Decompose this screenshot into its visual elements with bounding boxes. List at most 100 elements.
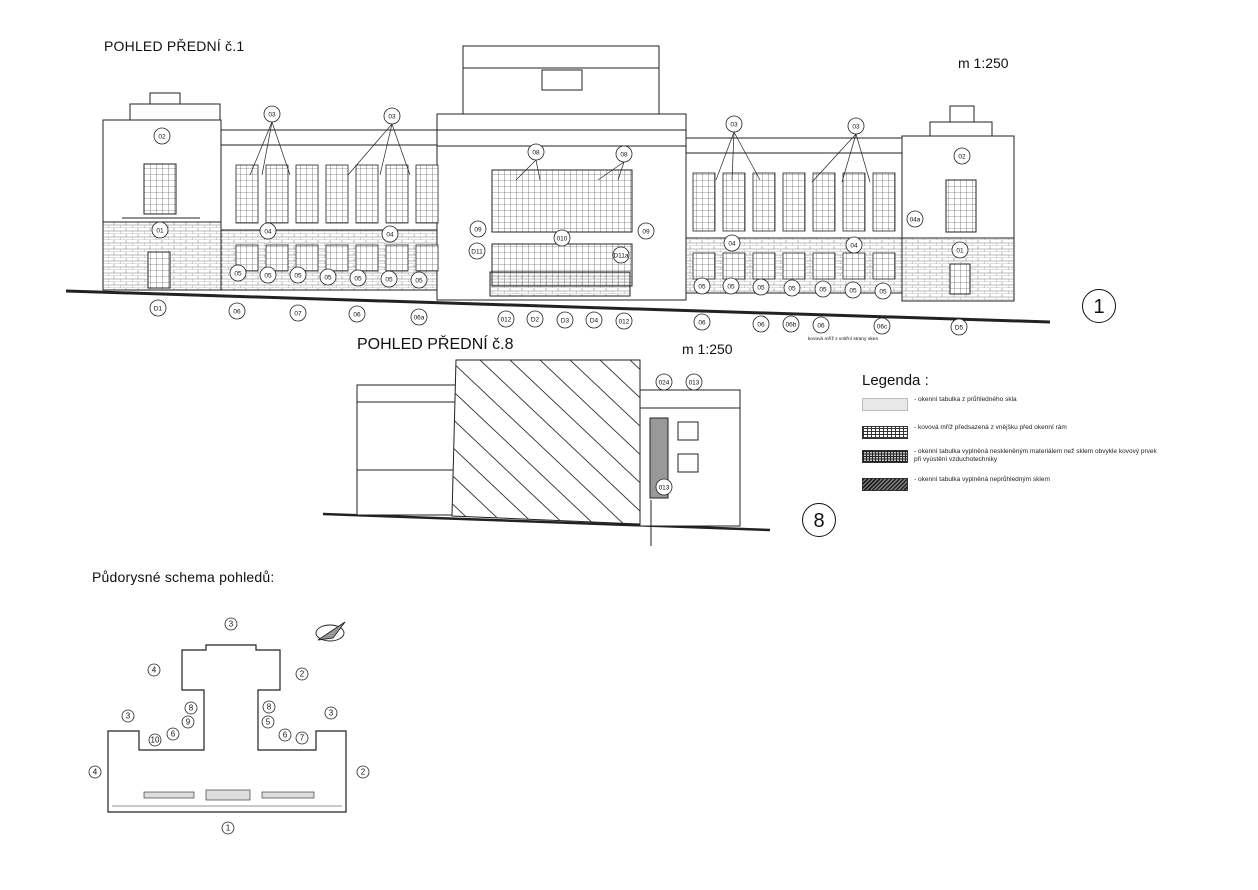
callout-bubble: 02 [953, 147, 971, 165]
window [812, 172, 836, 232]
legend-item: - okenní tabulka vyplněná neprůhledným s… [862, 476, 1162, 496]
svg-text:04a: 04a [910, 216, 921, 223]
svg-text:D11: D11 [471, 248, 483, 255]
window [325, 244, 349, 272]
plan-marker: 3 [324, 706, 338, 720]
legend-title: Legenda : [862, 372, 929, 389]
window [235, 164, 259, 224]
svg-text:05: 05 [234, 270, 242, 277]
svg-text:06: 06 [353, 311, 361, 318]
callout-bubble: 02 [153, 127, 171, 145]
window [842, 172, 866, 232]
view1-scale: m 1:250 [958, 55, 1009, 71]
callout-bubble: 07 [289, 304, 307, 322]
svg-text:D4: D4 [590, 317, 599, 324]
svg-text:03: 03 [730, 121, 738, 128]
svg-text:05: 05 [264, 272, 272, 279]
window [722, 172, 746, 232]
callout-bubble: 05 [349, 269, 367, 287]
svg-text:024: 024 [659, 379, 670, 386]
callout-bubble: 06 [348, 305, 366, 323]
window [752, 172, 776, 232]
svg-text:07: 07 [294, 310, 302, 317]
callout-bubble: 04 [723, 234, 741, 252]
plan-marker: 3 [224, 617, 238, 631]
svg-text:2: 2 [300, 669, 305, 678]
svg-text:2: 2 [361, 767, 366, 776]
svg-text:013: 013 [689, 379, 700, 386]
callout-bubble: 06b [782, 315, 800, 333]
callout-bubble: 06 [752, 315, 770, 333]
callout-bubble: 05 [752, 278, 770, 296]
svg-text:05: 05 [415, 277, 423, 284]
callout-bubble: 06a [410, 308, 428, 326]
svg-text:05: 05 [819, 286, 827, 293]
window [295, 164, 319, 224]
svg-text:8: 8 [267, 702, 272, 711]
svg-text:06: 06 [817, 322, 825, 329]
grid-note: kovová mříž z vnitřní strany oken [808, 337, 879, 342]
svg-text:4: 4 [152, 665, 157, 674]
svg-text:05: 05 [698, 283, 706, 290]
plan-title: Půdorysné schema pohledů: [92, 569, 275, 585]
svg-text:01: 01 [156, 227, 164, 234]
svg-text:D2: D2 [531, 316, 540, 323]
plan-marker: 9 [181, 715, 195, 729]
plan-marker: 6 [166, 727, 180, 741]
callout-bubble: 05 [319, 268, 337, 286]
svg-text:05: 05 [849, 287, 857, 294]
view8-number: 8 [802, 503, 836, 537]
window [812, 252, 836, 280]
svg-text:013: 013 [659, 484, 670, 491]
callout-bubble: 012 [497, 310, 515, 328]
window [415, 244, 439, 272]
callout-bubble: 04 [381, 225, 399, 243]
plan-marker: 6 [278, 728, 292, 742]
glass-swatch [862, 398, 908, 411]
window [782, 172, 806, 232]
window [385, 164, 409, 224]
window [295, 244, 319, 272]
callout-bubble: 013 [655, 478, 673, 496]
window [235, 244, 259, 272]
plan-marker: 10 [148, 733, 162, 747]
plan-marker: 5 [261, 715, 275, 729]
callout-bubble: 05 [874, 282, 892, 300]
window [325, 164, 349, 224]
svg-text:05: 05 [385, 276, 393, 283]
svg-text:3: 3 [329, 708, 334, 717]
grid-swatch [862, 426, 908, 439]
window [872, 172, 896, 232]
window [355, 244, 379, 272]
svg-text:08: 08 [532, 149, 540, 156]
callout-bubble: 05 [289, 266, 307, 284]
view8-scale: m 1:250 [682, 341, 733, 357]
svg-text:04: 04 [264, 228, 272, 235]
callout-bubble: D11a [612, 246, 630, 264]
window [355, 164, 379, 224]
svg-text:010: 010 [557, 235, 568, 242]
callout-bubble: 05 [229, 264, 247, 282]
window [385, 244, 409, 272]
callout-bubble: 010 [553, 229, 571, 247]
window [415, 164, 439, 224]
svg-text:8: 8 [189, 703, 194, 712]
plan-marker: 7 [295, 731, 309, 745]
svg-text:4: 4 [93, 767, 98, 776]
svg-text:05: 05 [727, 283, 735, 290]
callout-bubble: 05 [693, 277, 711, 295]
legend-text: - okenní tabulka z průhledného skla [914, 396, 1017, 403]
svg-text:7: 7 [300, 733, 305, 742]
callout-bubble: 01 [951, 241, 969, 259]
svg-text:5: 5 [266, 717, 271, 726]
svg-text:01: 01 [956, 247, 964, 254]
window [265, 244, 289, 272]
plan-marker: 4 [88, 765, 102, 779]
callout-bubble: 06c [873, 317, 891, 335]
svg-text:05: 05 [757, 284, 765, 291]
svg-text:D1: D1 [154, 305, 163, 312]
svg-text:03: 03 [268, 111, 276, 118]
window [782, 252, 806, 280]
